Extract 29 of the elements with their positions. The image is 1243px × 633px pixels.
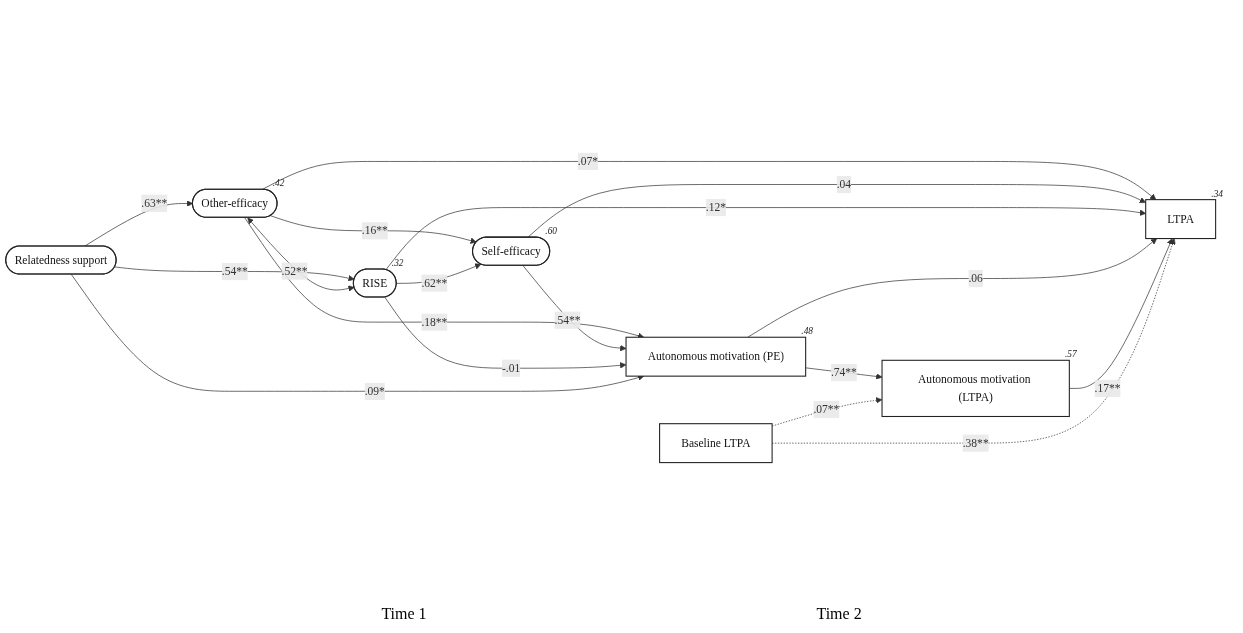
edge-label: .52** [281, 264, 308, 277]
edge-label: .18** [421, 315, 448, 328]
edge-label: .54** [554, 313, 581, 326]
node-box: Autonomous motivation (PE) [625, 336, 807, 377]
time-label: Time 1 [381, 605, 427, 623]
edge-label: .17** [1094, 381, 1121, 395]
edge-label: .38** [962, 436, 989, 449]
edge-label: .12* [705, 201, 726, 214]
edge-label: .16** [361, 224, 388, 237]
edge-label: .74** [830, 366, 857, 379]
edge-label: .06 [968, 272, 983, 285]
edge-label: .54** [221, 265, 248, 278]
r-squared-value: .32 [391, 258, 404, 269]
time-label: Time 2 [816, 605, 862, 623]
node-box: Autonomous motivation (LTPA) [881, 359, 1070, 418]
r-squared-value: .34 [1211, 188, 1223, 199]
node-box: LTPA [1145, 199, 1217, 240]
edge-label: -.01 [501, 361, 521, 374]
edge-label: .63** [141, 196, 168, 210]
r-squared-value: .48 [801, 326, 814, 337]
r-squared-value: .57 [1065, 349, 1077, 360]
node-box: Baseline LTPA [659, 423, 773, 464]
r-squared-value: .42 [272, 178, 285, 189]
edge-label: .07* [577, 154, 598, 168]
edge-label: .62** [421, 276, 448, 289]
edge-label: .04 [836, 178, 852, 191]
r-squared-value: .60 [545, 226, 558, 237]
edge-label: .09* [364, 384, 385, 398]
edge-label: .07** [813, 403, 840, 416]
